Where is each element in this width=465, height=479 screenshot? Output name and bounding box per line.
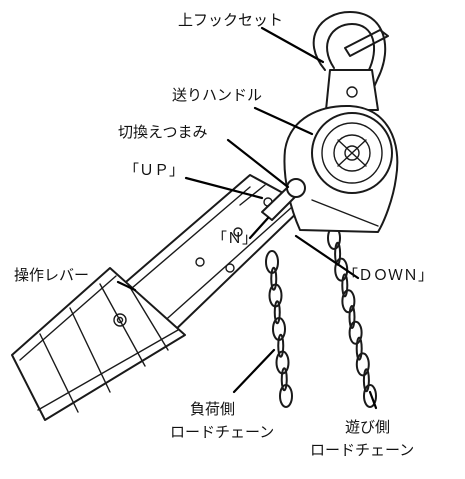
label-load-chain-line2: ロードチェーン — [170, 423, 274, 441]
chain-link — [348, 320, 363, 345]
chain-link — [362, 368, 370, 393]
label-up: 「ＵＰ」 — [124, 161, 184, 179]
idle-chain — [327, 226, 377, 408]
chain-link — [348, 305, 356, 329]
chain-link — [355, 336, 363, 361]
label-switch-knob: 切換えつまみ — [118, 123, 208, 141]
label-operating-lever: 操作レバー — [14, 266, 89, 284]
label-idle-chain-line1: 遊び側 — [345, 418, 390, 436]
chain-link — [355, 352, 370, 377]
label-idle-chain-line2: ロードチェーン — [310, 441, 414, 459]
chain-link — [341, 273, 349, 298]
chain-link — [363, 384, 377, 408]
chain-link — [279, 384, 293, 408]
label-down: 「ＤＯＷＮ」 — [343, 266, 433, 284]
label-feed-handle: 送りハンドル — [172, 86, 262, 104]
load-chain — [265, 250, 293, 408]
chain-link — [270, 266, 278, 291]
label-top-hook-set: 上フックセット — [178, 11, 283, 29]
chain-link — [277, 333, 285, 358]
chain-link — [280, 367, 288, 392]
top-hook — [312, 11, 389, 111]
label-neutral: 「Ｎ」 — [212, 229, 257, 247]
lever-grip — [11, 267, 186, 421]
chain-link — [273, 300, 281, 325]
leader-lines — [116, 26, 378, 410]
hoist-body — [283, 104, 399, 233]
chain-link — [341, 289, 356, 314]
label-load-chain-line1: 負荷側 — [190, 400, 235, 418]
